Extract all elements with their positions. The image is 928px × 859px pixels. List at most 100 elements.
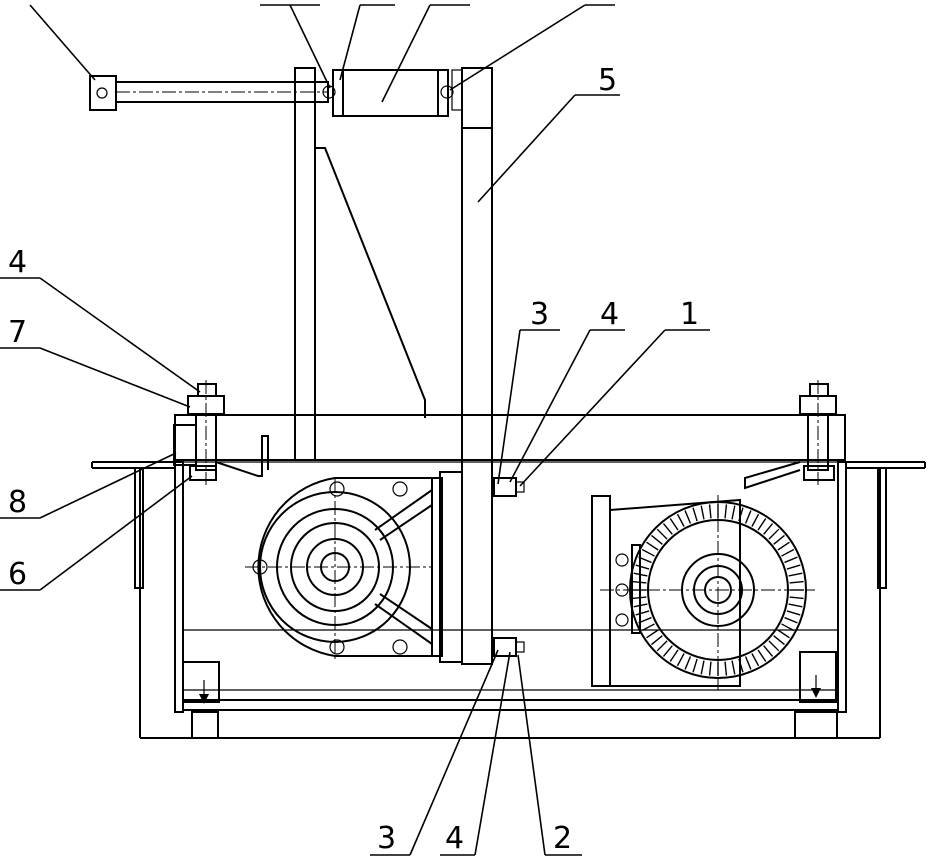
- column-brace: [315, 147, 426, 418]
- gear-tooth: [669, 649, 679, 662]
- gear-tooth: [708, 504, 712, 519]
- coupling-plate-right: [437, 69, 449, 117]
- gear-tooth: [784, 616, 798, 624]
- upper-fastener: [493, 477, 517, 497]
- gear-tooth: [788, 572, 803, 577]
- gear-tooth: [763, 523, 774, 535]
- gear-tooth: [773, 635, 785, 646]
- coupling-body: [342, 69, 439, 117]
- lever-arm-body: [461, 67, 493, 665]
- lever-arm-top-hatched: [461, 67, 493, 129]
- gear-tooth: [700, 505, 705, 520]
- vertical-column: [294, 67, 426, 461]
- gear-tooth: [781, 548, 795, 557]
- gear-tooth: [724, 504, 728, 519]
- left-bolt-head: [197, 383, 217, 397]
- bottom-supports: [182, 651, 837, 704]
- label-part-4-top-right: 4: [600, 297, 619, 332]
- gear-tooth: [731, 505, 736, 520]
- gear-tooth: [676, 513, 685, 527]
- gear-tooth: [768, 640, 780, 652]
- lower-housing: [134, 461, 887, 739]
- left-pulley-assembly: [245, 471, 463, 663]
- gear-tooth: [646, 629, 659, 639]
- top-linkage: [89, 69, 454, 117]
- gear-tooth: [646, 541, 659, 551]
- gear-tooth: [669, 518, 679, 531]
- housing-right-wall: [837, 461, 847, 713]
- gear-tooth: [684, 510, 692, 524]
- gear-tooth: [676, 653, 685, 667]
- label-part-4-left: 4: [8, 245, 27, 280]
- gear-tooth: [641, 623, 655, 632]
- gear-tooth: [757, 649, 767, 662]
- gear-tooth: [786, 610, 801, 616]
- gear-tooth: [692, 507, 698, 522]
- gear-tooth: [651, 635, 663, 646]
- left-bracket: [173, 424, 197, 466]
- rod-end-block: [89, 75, 117, 111]
- gear-tooth: [744, 510, 752, 524]
- gear-tooth: [662, 523, 673, 535]
- label-part-5: 5: [598, 63, 617, 98]
- gear-tooth: [684, 656, 692, 670]
- label-part-6: 6: [8, 557, 27, 592]
- leader-lines: [0, 4, 710, 856]
- gear-tooth: [635, 564, 650, 570]
- left-bolt-assembly: [173, 380, 269, 485]
- gear-tooth: [662, 645, 673, 657]
- label-part-7: 7: [8, 315, 27, 350]
- gear-tooth: [781, 623, 795, 632]
- gear-tooth: [651, 534, 663, 545]
- gear-tooth: [789, 580, 804, 584]
- coupling-pin: [440, 85, 454, 99]
- label-part-4-bottom: 4: [445, 821, 464, 856]
- column-left-hatched: [294, 67, 316, 461]
- fastener-2: [515, 641, 525, 653]
- mount-plate: [439, 471, 463, 663]
- label-part-8: 8: [8, 485, 27, 520]
- gear-tooth: [784, 556, 798, 564]
- gear-tooth: [777, 629, 790, 639]
- label-part-3-bottom: 3: [377, 821, 396, 856]
- gear-tooth: [777, 541, 790, 551]
- gear-tooth: [641, 548, 655, 557]
- label-part-2: 2: [553, 821, 572, 856]
- label-part-3-top: 3: [530, 297, 549, 332]
- gear-tooth: [656, 528, 668, 540]
- housing-floor: [182, 699, 839, 711]
- lever-fasteners: [493, 477, 525, 657]
- gear-tooth: [738, 507, 744, 522]
- gear-tooth: [768, 528, 780, 540]
- gear-tooth: [731, 660, 736, 675]
- right-gear-assembly: [591, 495, 815, 690]
- gear-tooth: [789, 596, 804, 600]
- gear-tooth: [763, 645, 774, 657]
- left-lower-nut: [189, 465, 217, 481]
- gear-tooth: [744, 656, 752, 670]
- gear-tooth: [692, 658, 698, 673]
- gear-tooth: [708, 661, 712, 676]
- gear-mount-plate: [591, 495, 611, 687]
- housing-left-wall: [174, 461, 184, 713]
- pulley-housing: [257, 477, 433, 657]
- rod-end-pin: [96, 87, 108, 99]
- label-part-1: 1: [680, 297, 699, 332]
- gear-tooth: [786, 564, 801, 570]
- gear-tooth: [757, 518, 767, 531]
- gear-tooth: [773, 534, 785, 545]
- gear-tooth: [656, 640, 668, 652]
- gear-tooth: [751, 513, 760, 527]
- top-plate-body: [174, 414, 846, 461]
- part-labels: 5 4 7 8 6 3 4 1 3 4 2: [8, 63, 699, 856]
- right-bolt-assembly: [744, 380, 837, 490]
- gear-tooth: [738, 658, 744, 673]
- left-spring-clip: [215, 435, 269, 477]
- gear-tooth: [788, 603, 803, 608]
- gear-tooth: [751, 653, 760, 667]
- lever-arm: [451, 67, 493, 665]
- gear-tooth: [724, 661, 728, 676]
- fastener-1: [515, 481, 525, 493]
- gear-tooth: [700, 660, 705, 675]
